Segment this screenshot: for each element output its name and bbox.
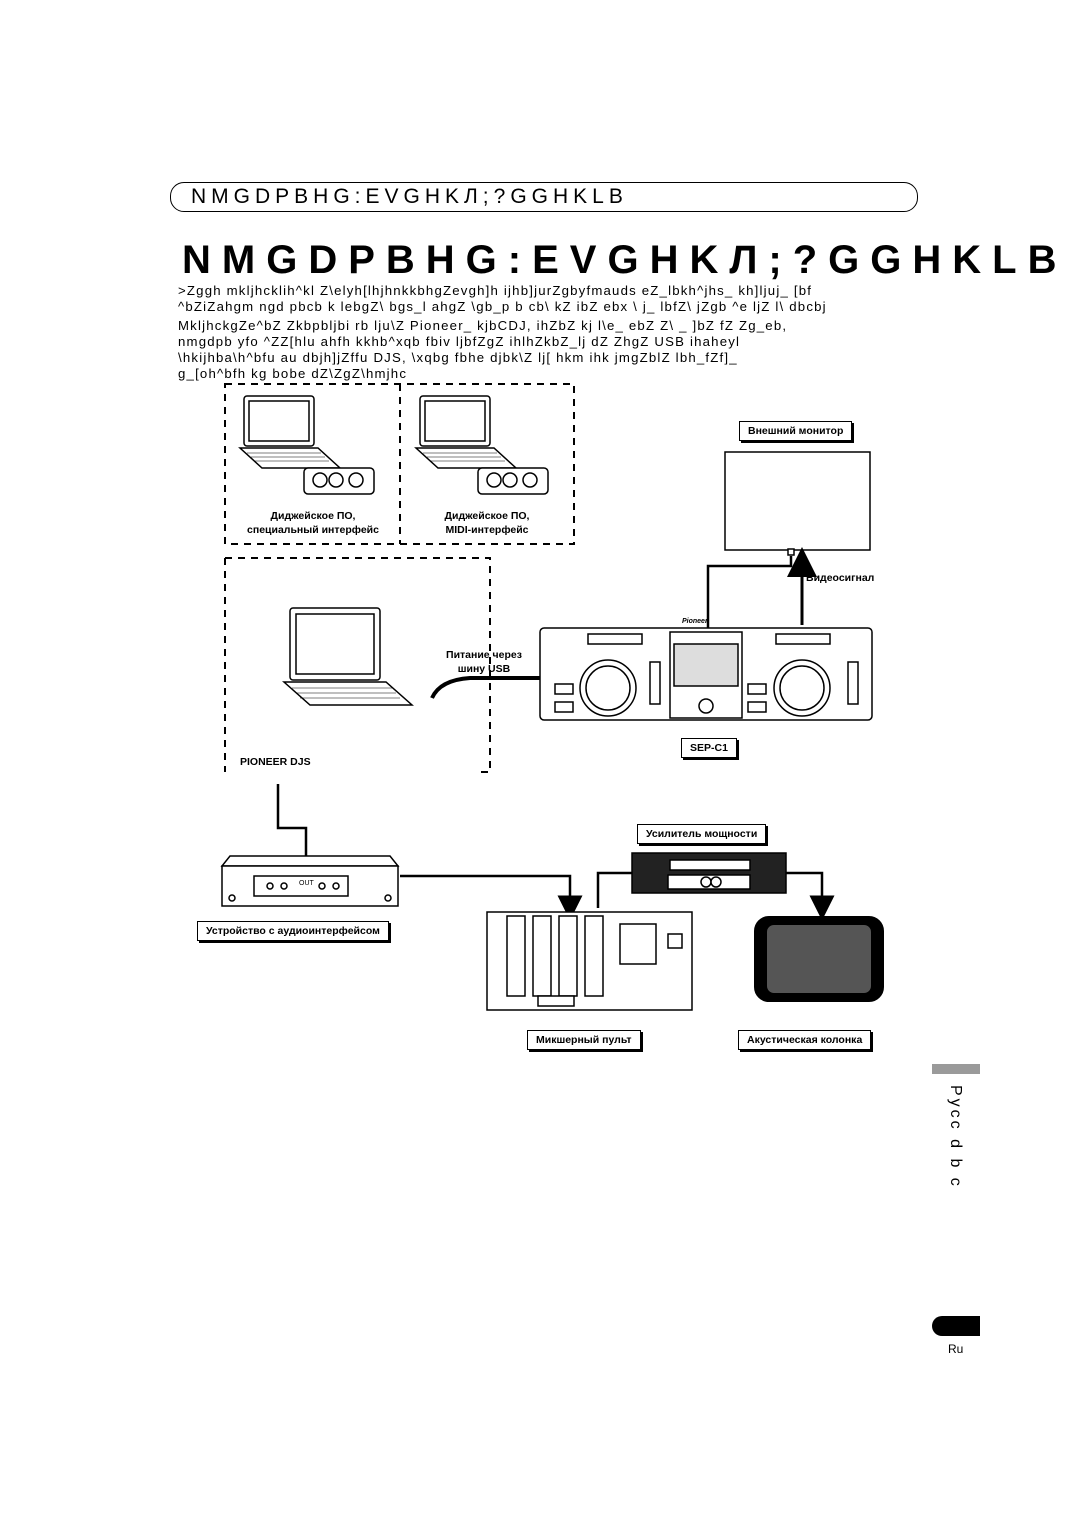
dashed-group-top bbox=[224, 383, 575, 545]
out-port-label: OUT bbox=[299, 880, 314, 887]
para2-line3: \hkijhba\h^bfu au dbjh]jZffu DJS, \xqbg … bbox=[178, 350, 738, 365]
para2-line1: MkljhckgZe^bZ Zkbpbljbi rb lju\Z Pioneer… bbox=[178, 318, 788, 333]
amp-input-cable bbox=[596, 871, 632, 908]
sep-c1-label: SEP-C1 bbox=[681, 738, 737, 758]
laptop2-caption-line1: Диджейское ПО, bbox=[444, 510, 530, 522]
amplifier-label: Усилитель мощности bbox=[637, 824, 767, 844]
audio-interface-device bbox=[220, 855, 400, 907]
section-header-text: NMGDPBHG:EVGHKЛ;?GGHKLB bbox=[191, 185, 628, 208]
speaker-label: Акустическая колонка bbox=[738, 1030, 872, 1050]
mixer-device bbox=[486, 911, 693, 1011]
usb-power-line2: шину USB bbox=[457, 663, 511, 675]
dashed-group-pioneer-djs bbox=[224, 557, 491, 773]
para1-line1: >Zggh mkljhcklih^kl Z\elyh[lhjhnkkbhgZev… bbox=[178, 283, 813, 298]
usb-cable bbox=[430, 676, 540, 699]
audio-interface-label: Устройство с аудиоинтерфейсом bbox=[197, 921, 389, 941]
laptop-icon-2 bbox=[414, 395, 518, 469]
controller-icon-2 bbox=[477, 467, 549, 495]
external-monitor-icon bbox=[724, 451, 871, 556]
video-cable bbox=[706, 556, 793, 628]
amplifier-device bbox=[631, 852, 787, 894]
para2-line4: g_[oh^bfh kg bobe dZ\ZgZ\hmjhc bbox=[178, 366, 408, 381]
para1-line2: ^bZiZahgm ngd pbcb k lebgZ\ bgs_l ahgZ \… bbox=[178, 299, 827, 314]
speaker-cable bbox=[786, 871, 835, 921]
sep-c1-brand-logo: Pioneer bbox=[682, 618, 708, 625]
page-title: NMGDPBHG:EVGHKЛ;?GGHKLB bbox=[182, 238, 1068, 282]
laptop1-caption-line2: специальный интерфейс bbox=[247, 524, 379, 536]
laptop2-caption-line2: MIDI-интерфейс bbox=[445, 524, 529, 536]
video-signal-label: Видеосигнал bbox=[806, 572, 875, 584]
usb-power-line1: Питание через bbox=[446, 649, 522, 661]
pioneer-djs-label: PIONEER DJS bbox=[240, 756, 311, 768]
mixer-label: Микшерный пульт bbox=[527, 1030, 641, 1050]
monitor-label: Внешний монитор bbox=[739, 421, 853, 441]
laptop-icon-1 bbox=[238, 395, 342, 469]
controller-icon-1 bbox=[303, 467, 375, 495]
section-header-bar: NMGDPBHG:EVGHKЛ;?GGHKLB bbox=[170, 182, 918, 212]
para2-line2: nmgdpb yfo ^ZZ[hlu ahfh kkhb^xqb fbiv lj… bbox=[178, 334, 741, 349]
speaker-icon bbox=[754, 916, 884, 1002]
language-code: Ru bbox=[948, 1342, 964, 1356]
audio-interface-cable bbox=[276, 784, 308, 856]
page-number-tab bbox=[932, 1316, 980, 1336]
laptop1-caption-line1: Диджейское ПО, bbox=[270, 510, 356, 522]
section-side-tab bbox=[932, 1064, 980, 1074]
laptop-icon-pioneer-djs bbox=[282, 607, 414, 706]
sep-c1-device bbox=[539, 627, 873, 721]
language-vertical-label: Pycc d b c bbox=[947, 1085, 964, 1189]
mixer-input-cable bbox=[400, 874, 583, 921]
